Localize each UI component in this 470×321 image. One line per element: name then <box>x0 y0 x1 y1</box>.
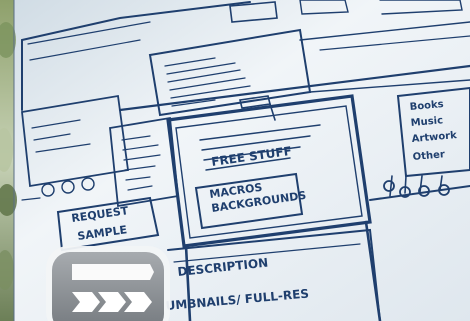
macros-backgrounds-label: MACROS BACKGROUNDS <box>209 181 307 215</box>
fast-forward-arrows-icon <box>46 246 170 321</box>
foliage-strip <box>0 0 17 321</box>
svg-text:Artwork: Artwork <box>411 130 457 145</box>
svg-text:Music: Music <box>410 115 443 129</box>
sketch-lines <box>21 0 470 321</box>
svg-text:Other: Other <box>412 149 445 163</box>
right-category-labels: Books Music Artwork Other <box>409 99 457 163</box>
svg-text:Books: Books <box>409 99 444 113</box>
